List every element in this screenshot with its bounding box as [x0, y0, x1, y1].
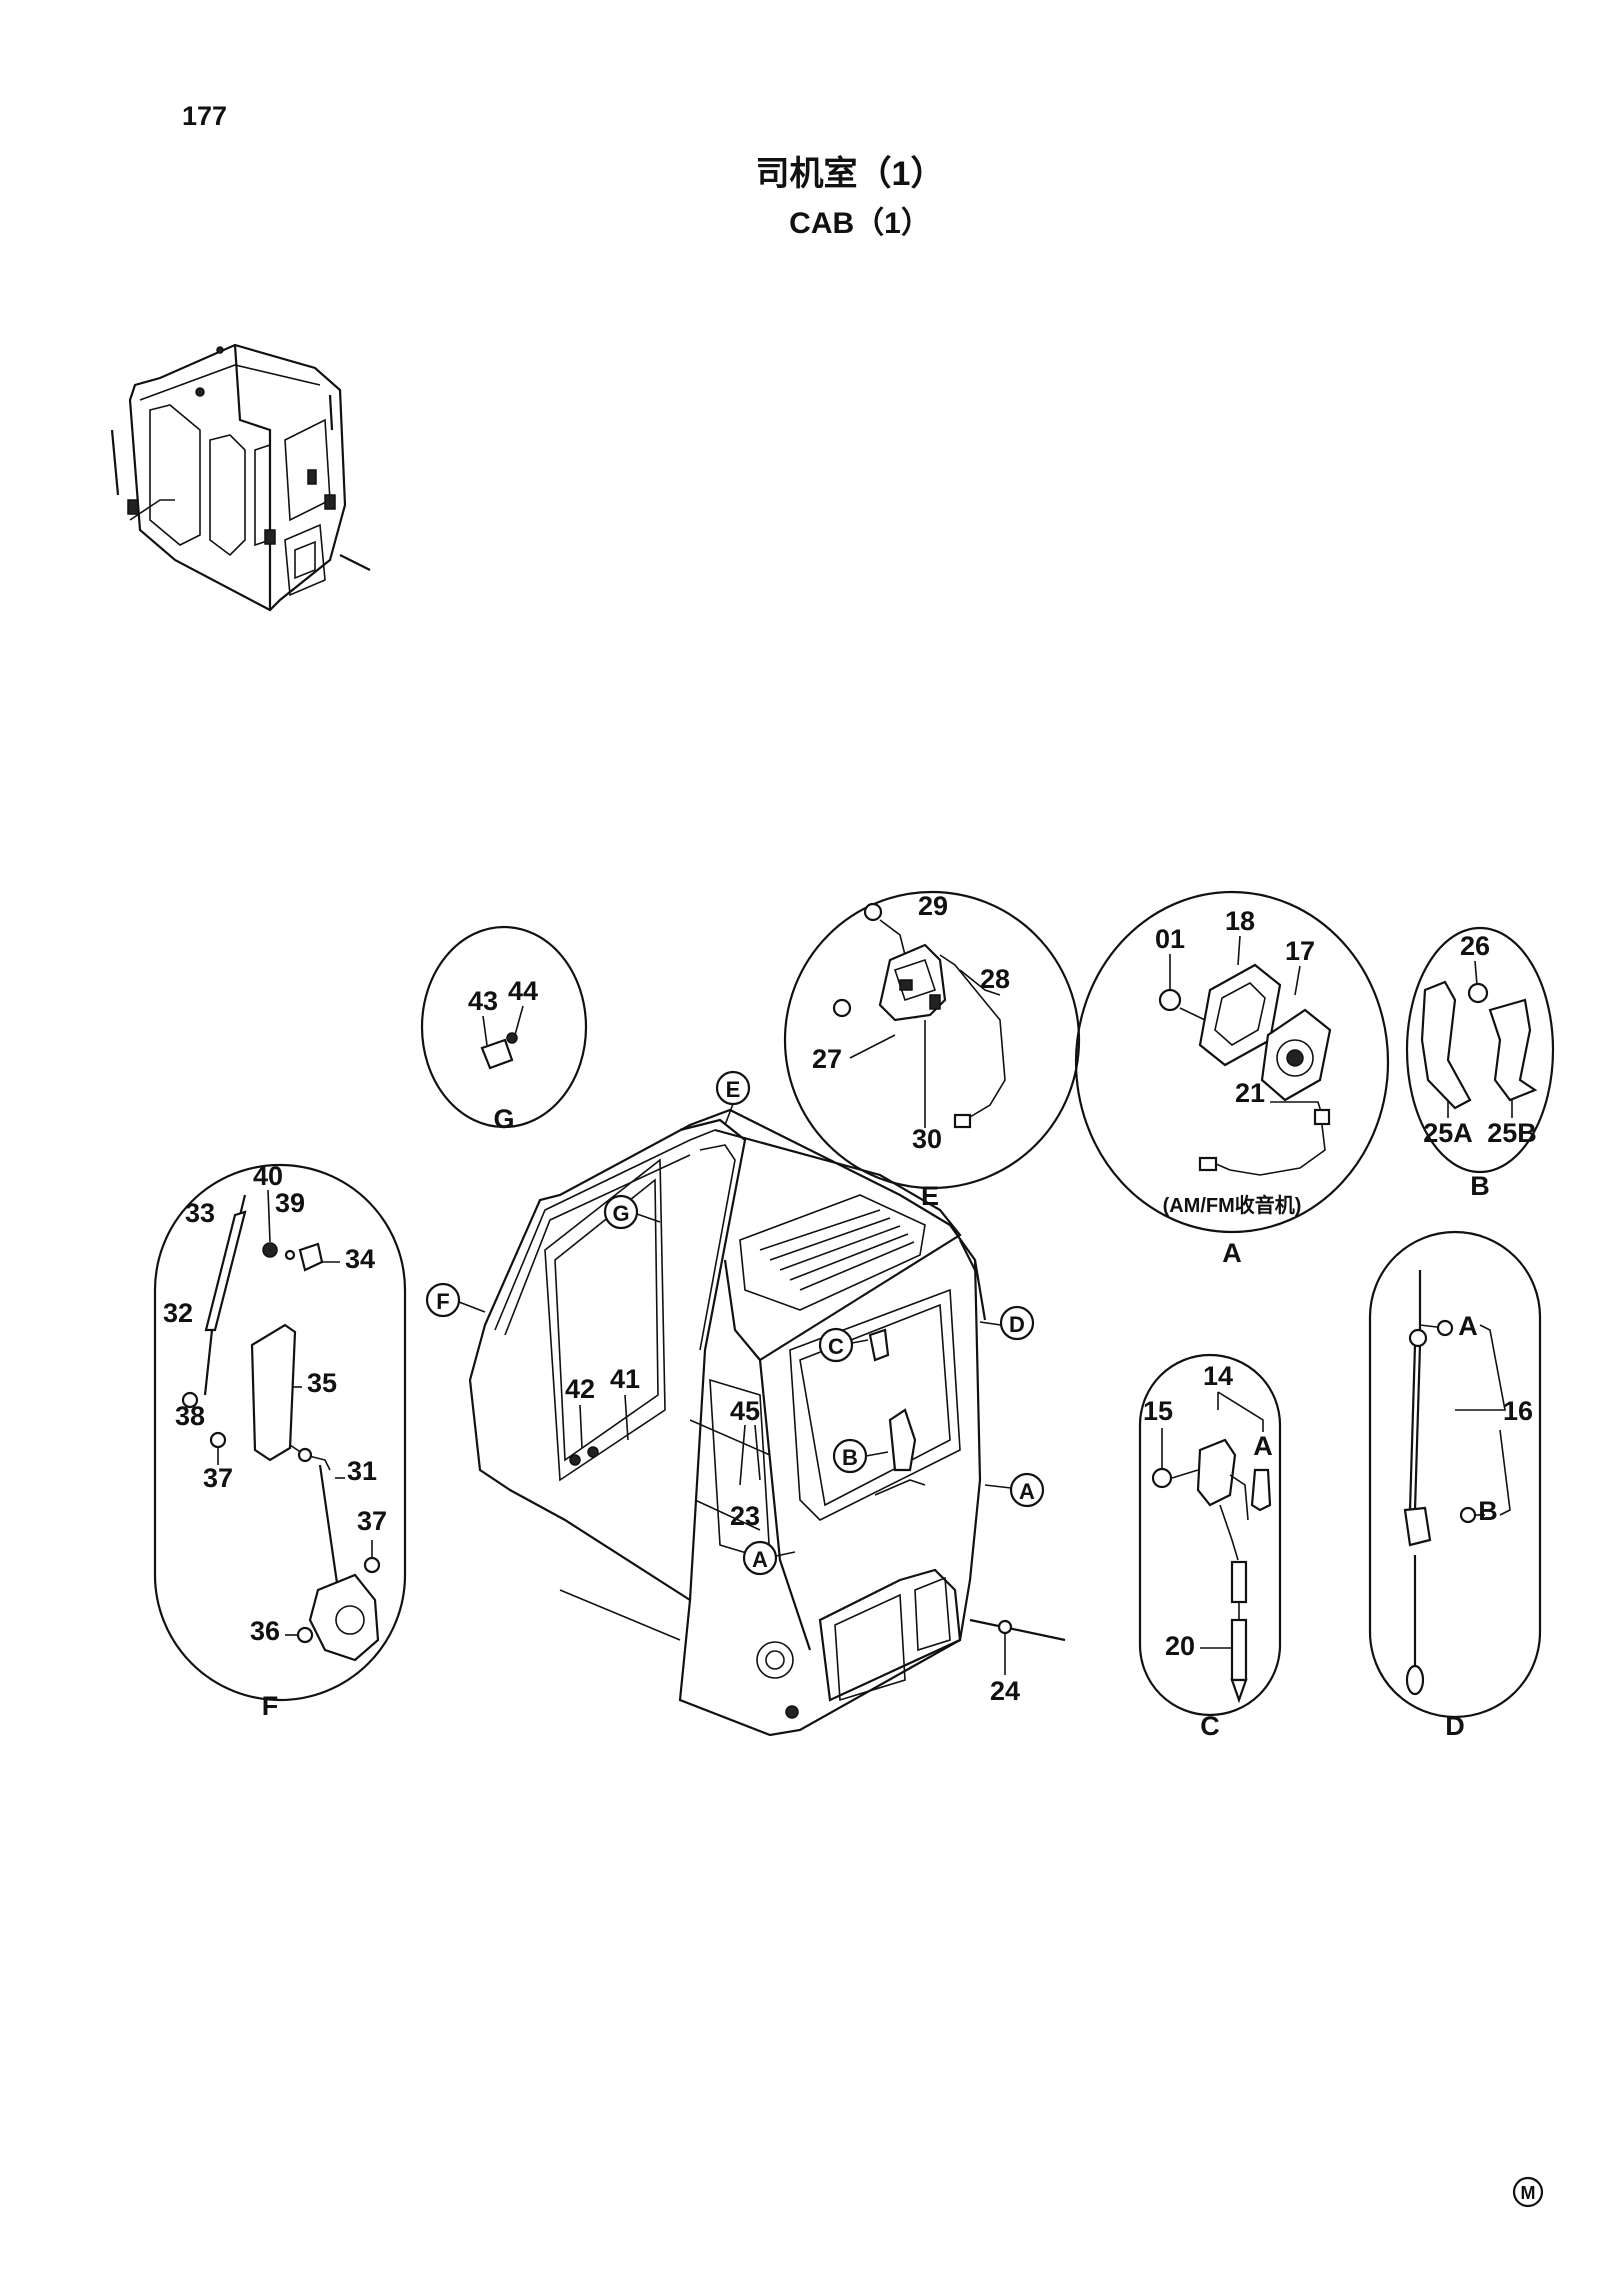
callout-26: 26 [1460, 931, 1490, 961]
detail-D-ref-A: A [1458, 1311, 1478, 1341]
ref-circle-A-right: A [984, 1472, 1045, 1508]
svg-text:E: E [726, 1077, 741, 1102]
callout-29b: 29 [918, 891, 948, 921]
detail-B: 26 25A 25B B [1405, 926, 1555, 1201]
callout-01: 01 [1155, 924, 1185, 954]
callout-23: 23 [730, 1501, 760, 1531]
maker-mark: M [1512, 2176, 1544, 2208]
svg-text:M: M [1521, 2183, 1536, 2203]
detail-G: 43 44 G [420, 925, 588, 1134]
callout-36: 36 [250, 1616, 280, 1646]
callout-25A: 25A [1423, 1118, 1473, 1148]
am-fm-radio-note: (AM/FM收音机) [1163, 1193, 1302, 1217]
callout-43: 43 [468, 986, 498, 1016]
detail-letter-C: C [1200, 1711, 1220, 1741]
callout-32: 32 [163, 1298, 193, 1328]
callout-16: 16 [1503, 1396, 1533, 1426]
svg-text:D: D [1009, 1312, 1025, 1337]
callout-40: 40 [253, 1161, 283, 1191]
svg-text:B: B [842, 1445, 858, 1470]
detail-D-ref-B: B [1478, 1496, 1498, 1526]
callout-31: 31 [347, 1456, 377, 1486]
overview-cab-drawing [110, 343, 371, 612]
callout-25B: 25B [1487, 1118, 1537, 1148]
callout-24: 24 [990, 1676, 1020, 1706]
detail-letter-D: D [1445, 1711, 1465, 1741]
callout-42: 42 [565, 1374, 595, 1404]
detail-F: 40 33 39 34 32 35 38 37 31 37 36 [153, 1161, 407, 1721]
detail-letter-B: B [1470, 1171, 1490, 1201]
callout-33: 33 [185, 1198, 215, 1228]
detail-letter-G: G [493, 1104, 514, 1134]
svg-text:G: G [612, 1201, 629, 1226]
callout-45: 45 [730, 1396, 760, 1426]
callout-44: 44 [508, 976, 538, 1006]
svg-text:A: A [1019, 1479, 1035, 1504]
ref-circle-E: E [715, 1070, 751, 1126]
detail-D: A 16 B D [1368, 1230, 1542, 1741]
callout-37b: 37 [357, 1506, 387, 1536]
svg-text:F: F [436, 1289, 449, 1314]
main-cab-drawing [468, 1108, 1066, 1737]
detail-C: 14 15 A 20 C [1138, 1353, 1282, 1741]
callout-30: 30 [912, 1124, 942, 1154]
callout-15: 15 [1143, 1396, 1173, 1426]
detail-letter-A: A [1222, 1238, 1242, 1268]
title-english: CAB（1） [789, 206, 931, 240]
callout-34: 34 [345, 1244, 375, 1274]
ref-circle-C: C [818, 1327, 869, 1363]
detail-C-ref-A: A [1253, 1431, 1273, 1461]
title-chinese: 司机室（1） [756, 154, 945, 193]
detail-letter-E: E [921, 1181, 939, 1211]
ref-circle-A-left: A [742, 1540, 796, 1576]
callout-14: 14 [1203, 1361, 1233, 1391]
callout-35: 35 [307, 1368, 337, 1398]
callout-20: 20 [1165, 1631, 1195, 1661]
svg-text:C: C [828, 1334, 844, 1359]
callout-41: 41 [610, 1364, 640, 1394]
ref-circle-G: G [603, 1194, 661, 1230]
callout-17: 17 [1285, 936, 1315, 966]
detail-E: 29 29 28 27 30 E [783, 890, 1081, 1211]
callout-37a: 37 [203, 1463, 233, 1493]
callout-39: 39 [275, 1188, 305, 1218]
ref-circle-B: B [832, 1438, 889, 1474]
detail-letter-F: F [262, 1691, 279, 1721]
ref-circle-F: F [425, 1282, 486, 1318]
ref-circle-D: D [979, 1305, 1035, 1341]
svg-text:A: A [752, 1547, 768, 1572]
page-number: 177 [182, 101, 227, 131]
callout-27: 27 [812, 1044, 842, 1074]
callout-21: 21 [1235, 1078, 1265, 1108]
detail-A: 01 18 17 21 (AM/FM收音机) A [1074, 890, 1390, 1268]
callout-18: 18 [1225, 906, 1255, 936]
